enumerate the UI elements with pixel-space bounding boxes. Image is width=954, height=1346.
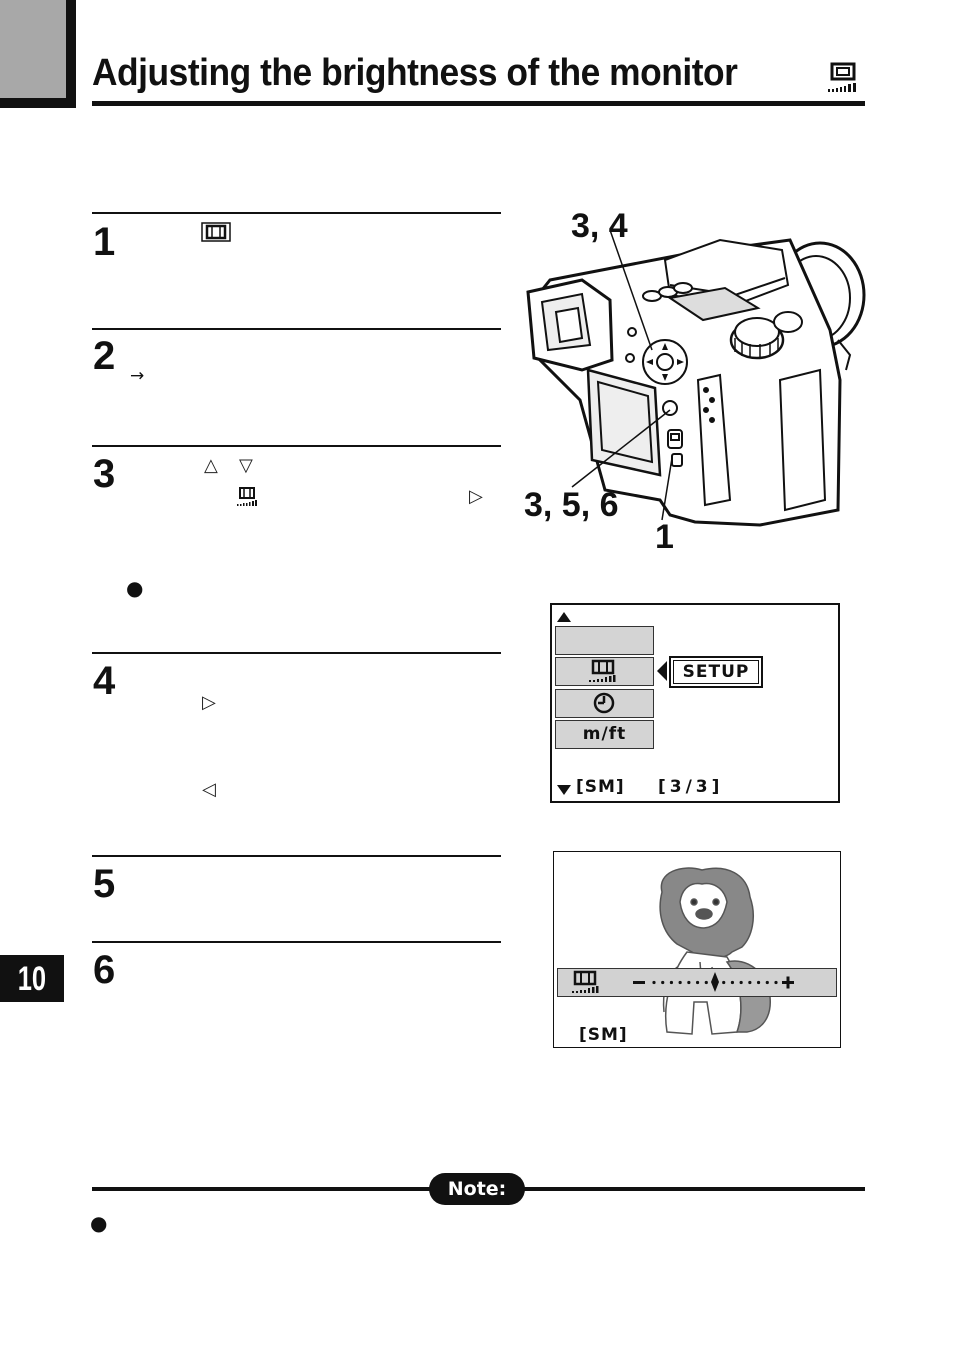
right-arrow-icon: → — [130, 366, 145, 386]
corner-tab — [0, 0, 76, 108]
setup-label: SETUP — [682, 662, 750, 682]
title-rule — [92, 101, 865, 106]
scale-dot — [774, 980, 778, 985]
scale-dot — [722, 980, 726, 985]
scale-dot — [730, 980, 735, 985]
left-arrow-icon: ◁ — [202, 779, 216, 800]
step-divider — [92, 941, 501, 943]
scale-dot — [704, 980, 708, 985]
step-number: 5 — [93, 862, 116, 906]
minus-icon — [633, 981, 645, 984]
dog-photo — [632, 862, 792, 1047]
step-number: 3 — [93, 452, 116, 496]
monitor-brightness-icon — [236, 487, 258, 512]
step-number: 1 — [93, 220, 116, 264]
step-number: 6 — [93, 948, 116, 992]
camera-illustration — [520, 210, 870, 555]
clock-icon — [593, 692, 615, 714]
brightness-slider[interactable] — [557, 968, 837, 997]
units-label: m/ft — [582, 724, 627, 744]
callout-label: 3, 5, 6 — [524, 486, 619, 524]
scale-dot — [756, 980, 761, 985]
menu-screen: m/ft SETUP [SM] [3/3] — [550, 603, 840, 803]
scale-dot — [765, 980, 769, 985]
mode-label: [SM] — [576, 777, 625, 797]
menu-item-units[interactable]: m/ft — [555, 720, 654, 749]
brightness-screen: [SM] — [553, 851, 841, 1048]
page-title: Adjusting the brightness of the monitor — [92, 52, 738, 94]
menu-item-clock[interactable] — [555, 689, 654, 718]
page-indicator: [3/3] — [658, 777, 724, 797]
step-divider — [92, 212, 501, 214]
monitor-button-icon — [201, 222, 231, 247]
slider-thumb — [711, 972, 719, 992]
step-divider — [92, 855, 501, 857]
bullet-icon: ● — [126, 576, 144, 600]
chapter-tab: 10 — [0, 955, 64, 1002]
scroll-up-icon — [556, 610, 572, 628]
callout-label: 1 — [655, 518, 674, 556]
scroll-down-icon — [556, 783, 572, 801]
scale-dot — [669, 980, 674, 985]
scale-dot — [687, 980, 691, 985]
brightness-scale — [572, 970, 794, 993]
setup-tab[interactable]: SETUP — [669, 656, 763, 688]
callout-label: 3, 4 — [571, 207, 628, 245]
selection-pointer-icon — [656, 660, 668, 687]
note-label: Note: — [429, 1173, 525, 1205]
mode-label: [SM] — [579, 1025, 628, 1045]
monitor-brightness-icon — [826, 62, 860, 99]
scale-dot — [652, 980, 656, 985]
menu-item-monitor-brightness[interactable] — [555, 657, 654, 686]
step-number: 2 — [93, 334, 116, 378]
step-divider — [92, 652, 501, 654]
scale-dot — [661, 980, 665, 985]
scale-dot — [739, 980, 743, 985]
monitor-brightness-icon — [589, 659, 616, 682]
step-number: 4 — [93, 659, 116, 703]
right-arrow-icon: ▷ — [202, 692, 216, 713]
scale-dot — [678, 980, 682, 985]
step-divider — [92, 445, 501, 447]
menu-item[interactable] — [555, 626, 654, 655]
right-arrow-icon: ▷ — [469, 486, 483, 507]
bullet-icon: ● — [90, 1211, 108, 1235]
step-divider — [92, 328, 501, 330]
scale-dot — [695, 980, 700, 985]
down-arrow-icon: ▽ — [239, 455, 253, 476]
scale-dot — [748, 980, 752, 985]
up-arrow-icon: △ — [204, 455, 218, 476]
